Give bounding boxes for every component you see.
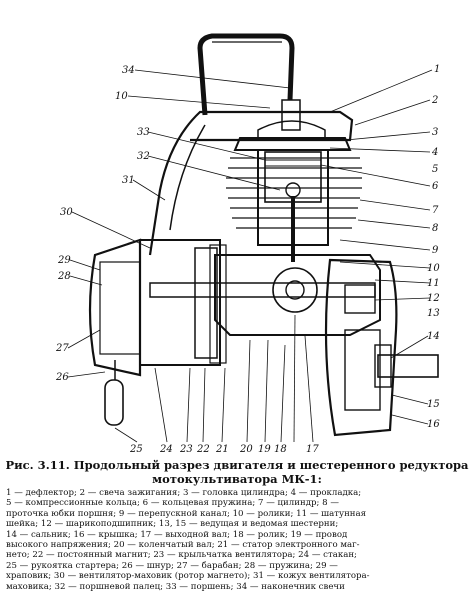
callout-9: 9	[432, 245, 439, 256]
callout-2: 2	[431, 95, 438, 106]
flywheel-magneto	[139, 239, 227, 366]
callout-17: 17	[306, 444, 319, 455]
legend-line: 5 — компрессионные кольца; 6 — кольцевая…	[6, 498, 339, 509]
caption-line-2: мотокультиватора МК-1:	[152, 472, 322, 486]
legend-line: проточка юбки поршня; 9 — перепускной ка…	[6, 508, 367, 519]
callout-15: 15	[427, 399, 440, 410]
legend-line: высокого напряжения; 20 — коленчатый вал…	[6, 540, 360, 551]
crankshaft	[149, 282, 376, 298]
callout-16: 16	[427, 419, 440, 430]
callout-13: 13	[427, 308, 440, 319]
callout-21: 21	[215, 444, 229, 455]
caption-line-1: Рис. 3.11. Продольный разрез двигателя и…	[5, 458, 469, 472]
legend-line: нето; 22 — постоянный магнит; 23 — крыль…	[6, 550, 357, 561]
legend-line: 1 — дефлектор; 2 — свеча зажигания; 3 — …	[6, 488, 362, 498]
callout-27: 27	[55, 343, 69, 354]
callout-24: 24	[159, 444, 173, 455]
parts-legend: 1 — дефлектор; 2 — свеча зажигания; 3 — …	[6, 488, 468, 592]
callout-10: 10	[427, 263, 440, 274]
callout-5: 5	[432, 164, 438, 175]
legend-line: шейка; 12 — шарикоподшипник; 13, 15 — ве…	[6, 519, 339, 530]
callout-25: 25	[129, 444, 143, 455]
gear-reducer-housing	[324, 258, 398, 437]
figure-caption: Рис. 3.11. Продольный разрез двигателя и…	[0, 458, 474, 486]
callout-6: 6	[432, 181, 439, 192]
legend-line: 14 — сальник; 16 — крышка; 17 — выходной…	[6, 529, 348, 540]
engine-cross-section-drawing: 34 10 33 32 31 30 29 28 27 26 1 2 3 4 5 …	[55, 33, 440, 455]
callout-31: 31	[122, 175, 135, 186]
callout-20: 20	[239, 444, 253, 455]
callout-28: 28	[57, 271, 71, 282]
callout-29: 29	[57, 255, 71, 266]
callout-33: 33	[137, 127, 150, 138]
callout-11: 11	[427, 278, 440, 289]
callout-4: 4	[431, 147, 438, 158]
callout-32: 32	[137, 151, 150, 162]
legend-line: храповик; 30 — вентилятор-маховик (ротор…	[6, 571, 370, 582]
legend-line: 25 — рукоятка стартера; 26 — шнур; 27 — …	[6, 560, 338, 571]
callout-19: 19	[258, 444, 271, 455]
callout-7: 7	[432, 205, 439, 216]
callout-14: 14	[427, 331, 440, 342]
legend-line: маховика; 32 — поршневой палец; 33 — пор…	[6, 581, 345, 592]
callout-12: 12	[427, 293, 440, 304]
fan-housing-shroud	[148, 110, 354, 256]
starter-handle	[104, 360, 124, 426]
callout-18: 18	[274, 444, 287, 455]
callout-3: 3	[432, 127, 438, 138]
crankcase	[214, 254, 381, 336]
callout-23: 23	[179, 444, 193, 455]
piston	[264, 151, 322, 262]
callout-22: 22	[196, 444, 210, 455]
callout-10-top: 10	[115, 91, 128, 102]
callout-26: 26	[55, 372, 69, 383]
leader-lines	[67, 69, 433, 443]
output-shaft	[377, 354, 439, 378]
cylinder-head	[233, 99, 352, 151]
callout-1: 1	[434, 64, 440, 75]
callout-8: 8	[432, 223, 438, 234]
callout-34: 34	[122, 65, 135, 76]
spark-plug-wire	[197, 33, 295, 116]
starter-cover	[88, 238, 142, 377]
callout-30: 30	[60, 207, 73, 218]
